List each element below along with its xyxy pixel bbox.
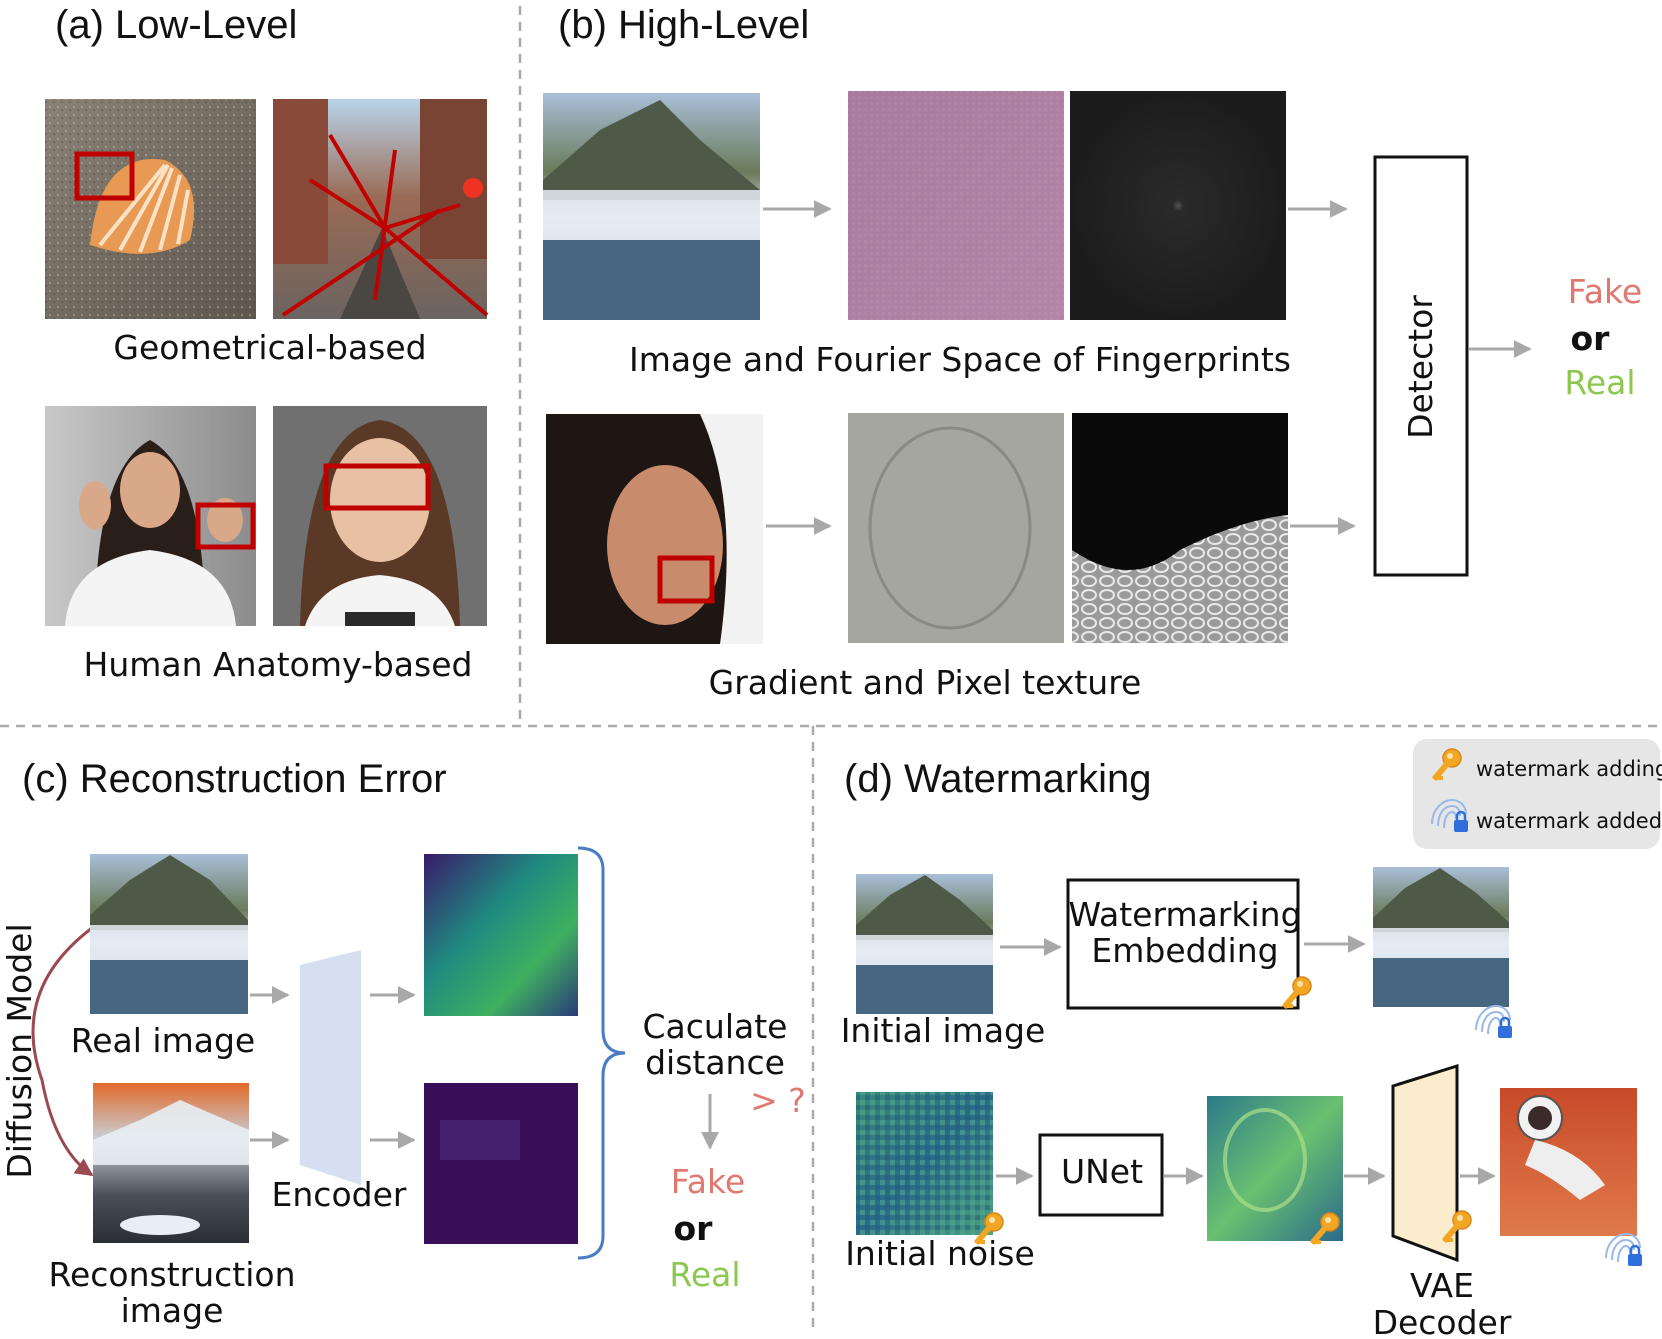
error-map-real [424, 854, 578, 1016]
pixel-texture-image [1072, 413, 1288, 643]
fingerprint-lock-icon [1474, 1004, 1514, 1040]
encoder-shape [300, 950, 361, 1185]
detector-box [1373, 155, 1469, 577]
red-highlight-box [323, 463, 431, 511]
reconstruction-label-line1: Reconstruction [49, 1255, 296, 1294]
caption-fourier: Image and Fourier Space of Fingerprints [629, 340, 1291, 379]
watermarked-image [1373, 867, 1509, 1007]
fourier-spectrum-image [1070, 91, 1286, 320]
panel-d-title: (d) Watermarking [844, 757, 1151, 801]
legend: watermark adding watermark added [1413, 739, 1662, 849]
calculate-label-line1: Caculate [643, 1007, 788, 1046]
embedding-label-line2: Embedding [1091, 931, 1278, 970]
mountain-image [543, 93, 760, 320]
or-label: or [1571, 319, 1611, 358]
seashell-image [45, 99, 256, 319]
unet-box [1038, 1133, 1164, 1217]
street-image [273, 99, 489, 319]
real-label: Real [1564, 363, 1635, 402]
red-highlight-box [74, 151, 135, 201]
threshold-label: > ? [750, 1081, 806, 1120]
diffusion-curve-arrow [31, 926, 94, 1177]
initial-image-label: Initial image [841, 1011, 1046, 1050]
astronaut-image [1500, 1088, 1637, 1236]
vae-label-line1: VAE [1410, 1266, 1474, 1305]
gradient-image [848, 413, 1064, 643]
watermarking-embedding-box [1066, 878, 1300, 1010]
embedding-label-line1: Watermarking [1068, 895, 1301, 934]
caption-human-anatomy: Human Anatomy-based [84, 645, 473, 684]
diffusion-model-label: Diffusion Model [0, 923, 39, 1178]
woman-portrait-image [273, 406, 487, 626]
panel-d: (d) Watermarking watermark adding waterm… [841, 739, 1662, 1339]
vae-label-line2: Decoder [1373, 1303, 1512, 1339]
fake-label: Fake [1568, 272, 1642, 311]
panel-b-title: (b) High-Level [558, 3, 809, 47]
caption-geometrical: Geometrical-based [113, 328, 426, 367]
woman-waving-image [45, 406, 256, 626]
panel-a: (a) Low-Level [45, 3, 489, 684]
legend-adding-label: watermark adding [1476, 757, 1662, 781]
error-map-reconstruction [424, 1083, 578, 1244]
encoder-label: Encoder [272, 1175, 407, 1214]
real-image [90, 854, 248, 1014]
initial-image [856, 874, 993, 1014]
red-highlight-box [657, 555, 715, 604]
panel-b: (b) High-Level Image and Fourier Space o… [543, 3, 1642, 702]
panel-c: (c) Reconstruction Error Diffusion Model… [0, 757, 806, 1330]
panel-c-title: (c) Reconstruction Error [22, 757, 447, 801]
panel-a-title: (a) Low-Level [55, 3, 297, 47]
real-image-label: Real image [71, 1021, 255, 1060]
fingerprint-lock-icon [1604, 1232, 1644, 1268]
reconstruction-label-line2: image [121, 1291, 224, 1330]
legend-added-label: watermark added [1476, 809, 1662, 833]
fake-label: Fake [671, 1162, 745, 1201]
unet-label: UNet [1061, 1152, 1143, 1191]
reconstruction-image [93, 1083, 249, 1243]
caption-gradient: Gradient and Pixel texture [709, 663, 1142, 702]
initial-noise-label: Initial noise [845, 1234, 1035, 1273]
calculate-label-line2: distance [645, 1043, 785, 1082]
red-highlight-box [195, 502, 256, 550]
vae-decoder-shape [1391, 1063, 1459, 1263]
real-label: Real [669, 1255, 740, 1294]
face-image [546, 414, 763, 644]
brace [577, 846, 626, 1260]
detector-label: Detector [1401, 295, 1440, 439]
latent-image [1207, 1096, 1343, 1241]
or-label: or [674, 1209, 714, 1248]
